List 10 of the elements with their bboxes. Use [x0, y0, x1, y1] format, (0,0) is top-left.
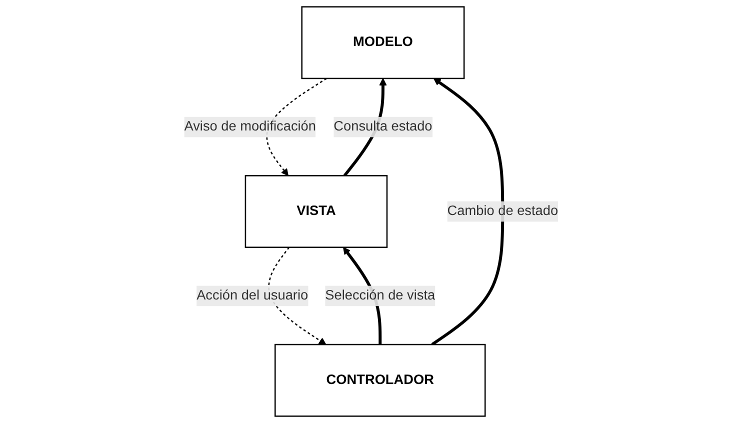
edge-label: Acción del usuario: [196, 288, 308, 303]
arrow: [431, 78, 504, 346]
edge-label: Aviso de modificación: [184, 119, 316, 134]
node-box: MODELO: [301, 6, 465, 80]
edge-label: Consulta estado: [334, 119, 432, 134]
edge-label: Cambio de estado: [447, 204, 558, 218]
node-box: CONTROLADOR: [274, 344, 486, 417]
node-box: VISTA: [244, 175, 388, 248]
edge-label: Selección de vista: [324, 288, 435, 303]
arrow: [266, 78, 327, 176]
